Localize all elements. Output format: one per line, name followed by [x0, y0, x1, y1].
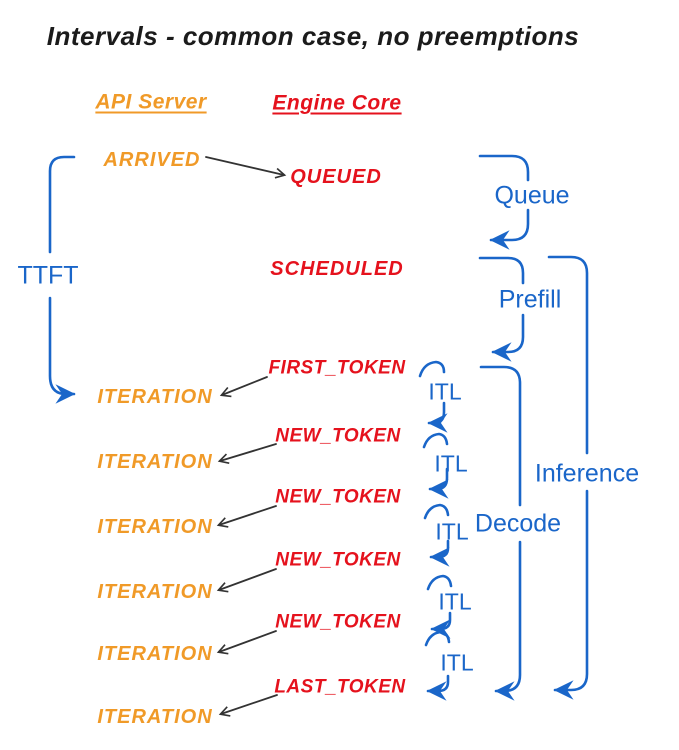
itl-hook-arrow-2 — [428, 467, 449, 499]
queue-bracket-top — [478, 154, 530, 182]
inference-bracket-arrow — [553, 489, 589, 700]
event-new-token-1: NEW_TOKEN — [275, 425, 401, 447]
inference-bracket-top — [547, 255, 589, 455]
arrow-newtoken1-to-iteration-2 — [217, 443, 277, 465]
interval-label-ttft: TTFT — [17, 261, 79, 290]
column-header-engine-core: Engine Core — [272, 91, 402, 115]
event-last-token: LAST_TOKEN — [274, 676, 406, 698]
interval-label-itl-4: ITL — [438, 588, 472, 615]
queue-bracket-arrow — [489, 208, 530, 250]
arrow-newtoken2-to-iteration-3 — [216, 505, 277, 528]
interval-label-itl-1: ITL — [428, 378, 462, 405]
ttft-bracket-bottom-arrow — [48, 296, 76, 404]
event-iteration-3: ITERATION — [97, 516, 213, 538]
prefill-bracket-arrow — [491, 313, 525, 362]
prefill-bracket-top — [478, 256, 525, 285]
itl-arc-3 — [423, 503, 450, 520]
event-iteration-1: ITERATION — [97, 386, 213, 408]
decode-bracket-arrow — [494, 540, 522, 701]
arrow-lasttoken-to-iteration-6 — [218, 694, 278, 717]
arrow-firsttoken-to-iteration-1 — [219, 376, 268, 398]
interval-label-itl-2: ITL — [434, 450, 468, 477]
interval-label-queue: Queue — [494, 181, 570, 210]
event-scheduled: SCHEDULED — [270, 258, 404, 280]
itl-hook-arrow-4 — [430, 611, 452, 639]
interval-label-decode: Decode — [474, 509, 562, 538]
decode-bracket-top — [479, 365, 522, 507]
interval-label-itl-3: ITL — [435, 518, 469, 545]
event-iteration-6: ITERATION — [97, 706, 213, 728]
diagram-title: Intervals - common case, no preemptions — [46, 21, 580, 51]
itl-arc-4 — [426, 574, 453, 591]
arrow-newtoken4-to-iteration-5 — [216, 630, 277, 655]
itl-hook-arrow-5 — [426, 674, 450, 701]
event-new-token-4: NEW_TOKEN — [275, 611, 401, 633]
itl-arc-5 — [424, 630, 451, 647]
itl-arc-2 — [422, 432, 449, 449]
itl-hook-arrow-3 — [429, 539, 450, 567]
ttft-bracket-top — [48, 155, 76, 254]
event-arrived: ARRIVED — [103, 149, 201, 171]
event-iteration-4: ITERATION — [97, 581, 213, 603]
event-new-token-3: NEW_TOKEN — [275, 549, 401, 571]
itl-hook-arrow-1 — [427, 401, 448, 433]
event-iteration-5: ITERATION — [97, 643, 213, 665]
event-queued: QUEUED — [290, 166, 382, 188]
event-new-token-2: NEW_TOKEN — [275, 486, 401, 508]
itl-arc-1 — [418, 360, 446, 378]
arrow-newtoken3-to-iteration-4 — [216, 568, 277, 593]
event-iteration-2: ITERATION — [97, 451, 213, 473]
column-header-api-server: API Server — [95, 90, 207, 114]
interval-label-itl-5: ITL — [440, 649, 474, 676]
interval-label-prefill: Prefill — [498, 285, 562, 314]
arrow-arrived-to-queued — [205, 156, 287, 179]
event-first-token: FIRST_TOKEN — [268, 357, 406, 379]
interval-label-inference: Inference — [534, 459, 640, 488]
